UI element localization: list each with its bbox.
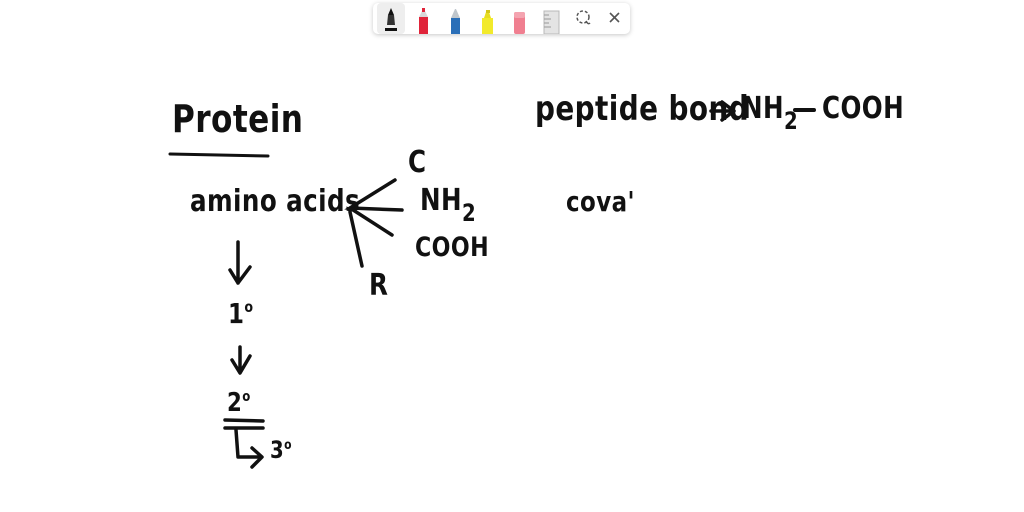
lasso-icon bbox=[576, 10, 591, 25]
close-toolbar-button[interactable] bbox=[601, 3, 629, 34]
branch-c-label: C bbox=[408, 145, 427, 180]
tertiary-structure-label: 3o bbox=[270, 436, 292, 464]
branch-cooh-label: COOH bbox=[415, 232, 490, 263]
title-underline bbox=[168, 152, 270, 158]
close-icon bbox=[609, 12, 620, 23]
branch-r-label: R bbox=[369, 268, 389, 303]
right-arrow bbox=[709, 100, 736, 122]
peptide-nh2-label: NH2 bbox=[742, 91, 799, 135]
primary-structure-label: 1o bbox=[228, 297, 254, 330]
tool-blue-pen[interactable] bbox=[441, 3, 469, 34]
down-arrow-1 bbox=[228, 240, 252, 285]
tool-yellow-highlighter[interactable] bbox=[473, 3, 501, 34]
ruler-icon bbox=[543, 10, 560, 34]
black-pen-icon bbox=[385, 8, 397, 31]
down-arrow-2 bbox=[230, 345, 252, 375]
amino-acids-label: amino acids bbox=[190, 184, 361, 219]
title-protein: Protein bbox=[172, 97, 304, 141]
covalent-label: cova' bbox=[566, 185, 635, 218]
peptide-bond-label: peptide bond bbox=[535, 89, 750, 129]
bent-arrow bbox=[234, 428, 264, 469]
secondary-structure-label: 2o bbox=[227, 388, 251, 418]
tool-red-marker[interactable] bbox=[409, 3, 437, 34]
tool-black-pen[interactable] bbox=[377, 3, 405, 34]
tool-lasso[interactable] bbox=[569, 3, 597, 34]
yellow-highlighter-icon bbox=[482, 10, 493, 34]
drawing-toolbar bbox=[373, 3, 630, 34]
peptide-cooh-label: COOH bbox=[822, 91, 905, 126]
branch-lines bbox=[344, 178, 404, 268]
branch-nh2-label: NH2 bbox=[420, 183, 477, 227]
double-underline bbox=[223, 418, 265, 430]
tool-pink-eraser[interactable] bbox=[505, 3, 533, 34]
red-marker-icon bbox=[419, 8, 428, 34]
blue-pen-icon bbox=[451, 9, 460, 34]
pink-eraser-icon bbox=[514, 12, 525, 34]
tool-ruler[interactable] bbox=[537, 3, 565, 34]
